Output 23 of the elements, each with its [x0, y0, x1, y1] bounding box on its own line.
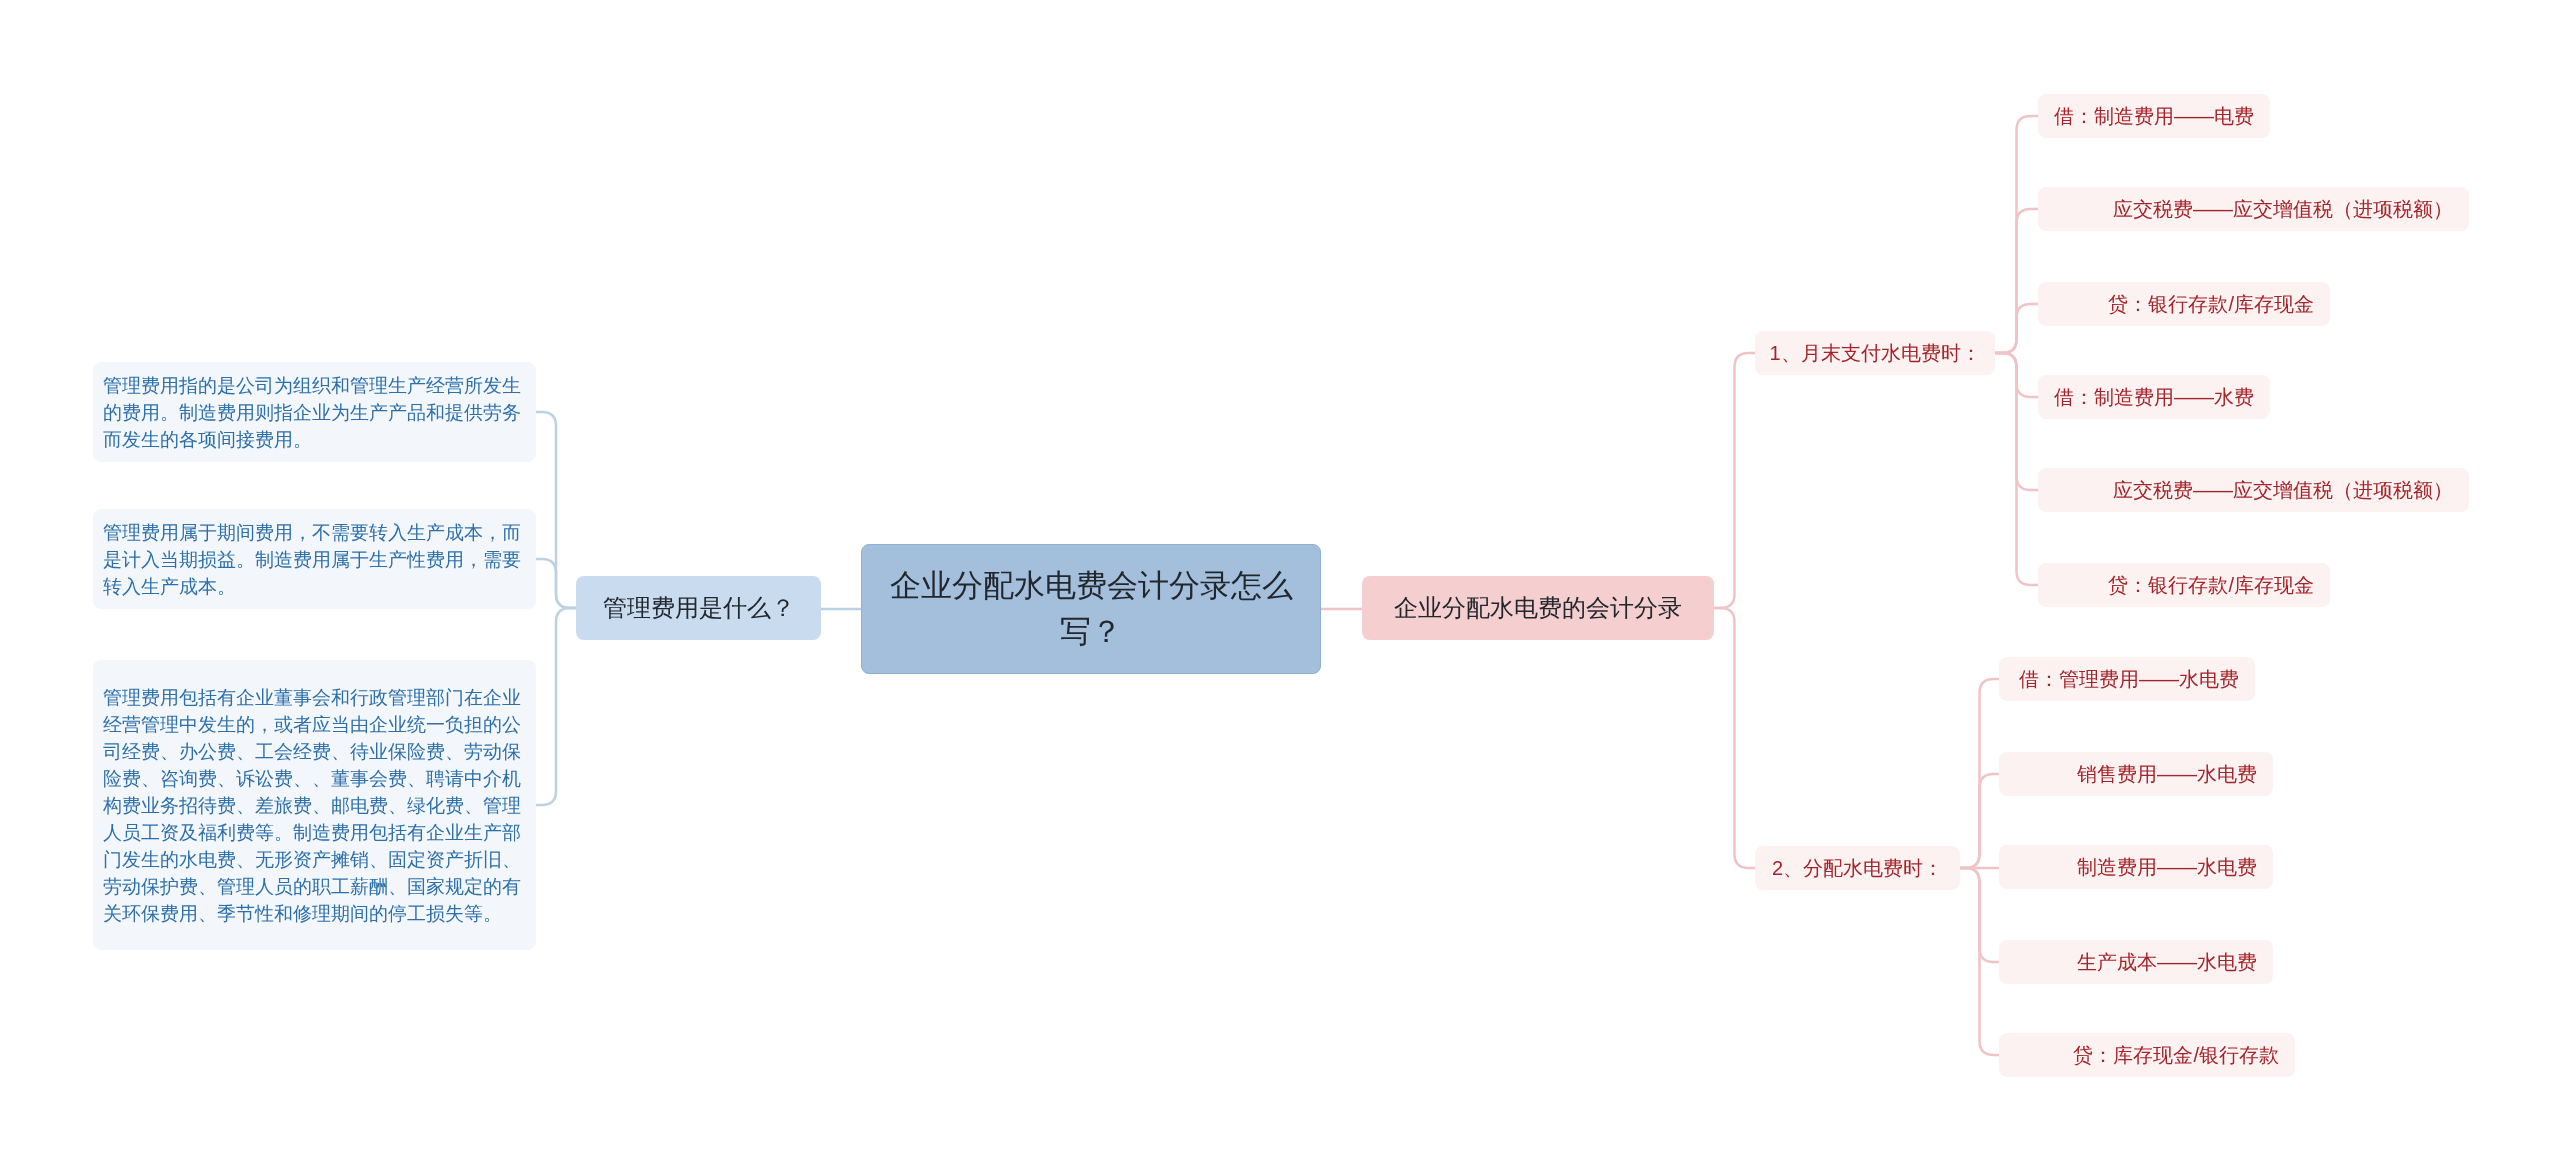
entry-box: 生产成本——水电费 — [1999, 940, 2273, 984]
entry-box: 贷：银行存款/库存现金 — [2038, 282, 2330, 326]
entry-box: 销售费用——水电费 — [1999, 752, 2273, 796]
entry-box: 应交税费——应交增值税（进项税额） — [2038, 187, 2469, 231]
entry-box: 贷：银行存款/库存现金 — [2038, 563, 2330, 607]
entry-box: 制造费用——水电费 — [1999, 845, 2273, 889]
central-topic: 企业分配水电费会计分录怎么写？ — [861, 544, 1321, 674]
entry-box: 借：制造费用——电费 — [2038, 94, 2270, 138]
connector-line — [1995, 351, 2038, 587]
subtopic: 1、月末支付水电费时： — [1755, 331, 1995, 375]
entry-box: 贷：库存现金/银行存款 — [1999, 1033, 2295, 1077]
text-card: 管理费用属于期间费用，不需要转入生产成本，而是计入当期损益。制造费用属于生产性费用，需要转入生产成本。 — [93, 509, 536, 609]
subtopic: 2、分配水电费时： — [1755, 846, 1960, 890]
connector-line — [821, 607, 861, 611]
entry-box: 借：制造费用——水费 — [2038, 375, 2270, 419]
text-card: 管理费用指的是公司为组织和管理生产经营所发生的费用。制造费用则指企业为生产产品和提供劳务而发生的各项间接费用。 — [93, 362, 536, 462]
branch-topic: 企业分配水电费的会计分录 — [1362, 576, 1714, 640]
connector-line — [1321, 607, 1362, 611]
text-card: 管理费用包括有企业董事会和行政管理部门在企业经营管理中发生的，或者应当由企业统一负担的公司经费、办公费、工会经费、待业保险费、劳动保险费、咨询费、诉讼费、、董事会费、聘请中介机构费业务招待费、差旅费、邮电费、绿化费、管理人员工资及福利费等。制造费用包括有企业生产部门发生的水电费、无形资产摊销、固定资产折旧、劳动保护费、管理人员的职工薪酬、国家规定的有关环保费用、季节性和修理期间的停工损失等。 — [93, 660, 536, 950]
connector-line — [1714, 606, 1755, 870]
entry-box: 应交税费——应交增值税（进项税额） — [2038, 468, 2469, 512]
branch-topic: 管理费用是什么？ — [576, 576, 821, 640]
entry-box: 借：管理费用——水电费 — [1999, 657, 2255, 701]
